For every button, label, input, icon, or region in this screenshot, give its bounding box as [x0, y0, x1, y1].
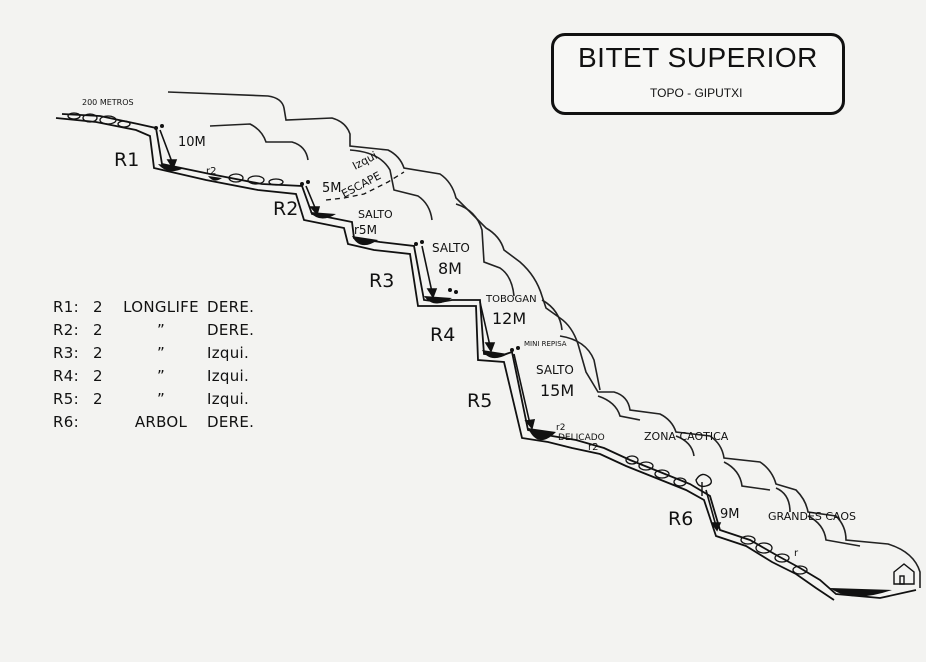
r2-label-r1: r2 — [206, 166, 216, 177]
rappel-r4-label: R4 — [430, 324, 455, 346]
rappel-r5-label: R5 — [467, 390, 492, 412]
r2-height-label: 5M — [322, 181, 342, 196]
page-title: BITET SUPERIOR — [578, 42, 818, 73]
boulders — [67, 112, 808, 575]
legend-anchor: ” — [156, 344, 166, 362]
canyon-walls — [167, 91, 921, 588]
legend-row: R1: 2 LONGLIFE DERE. — [53, 296, 283, 319]
tree-icon — [695, 473, 713, 496]
rappel-arrows — [159, 129, 722, 532]
elevation-label: 200 METROS — [82, 98, 134, 107]
rappel-r6-label: R6 — [668, 508, 693, 530]
legend-row: R4: 2 ” Izqui. — [53, 365, 283, 388]
delicado-label: DELICADO — [558, 433, 605, 443]
rappel-r3-label: R3 — [369, 270, 394, 292]
legend-anchor: ” — [156, 321, 166, 339]
legend-count: 2 — [93, 298, 103, 316]
r2-label-r5: r2 — [556, 423, 565, 433]
anchors — [154, 124, 520, 352]
hut-icon — [893, 563, 915, 585]
legend-side: DERE. — [207, 413, 255, 431]
mini-repisa-label: MINI REPISA — [524, 340, 567, 348]
legend-row: R2: 2 ” DERE. — [53, 319, 283, 342]
anchor-legend: R1: 2 LONGLIFE DERE. R2: 2 ” DERE. R3: 2… — [53, 296, 283, 434]
tobogan-label: TOBOGAN — [485, 294, 537, 305]
salto-8m-label: SALTO — [432, 241, 470, 255]
r6-height-label: 9M — [720, 507, 740, 522]
legend-code: R1: — [53, 298, 79, 316]
legend-side: DERE. — [207, 298, 255, 316]
r3-height-label: 8M — [438, 259, 462, 278]
legend-count — [93, 411, 115, 434]
legend-side: Izqui. — [207, 367, 250, 385]
legend-anchor: ” — [156, 390, 166, 408]
rappel-r2-label: R2 — [273, 198, 298, 220]
legend-row: R6: ARBOL DERE. — [53, 411, 283, 434]
grandes-caos-label: GRANDES CAOS — [768, 510, 856, 523]
legend-row: R5: 2 ” Izqui. — [53, 388, 283, 411]
legend-count: 2 — [93, 367, 103, 385]
r-end-label: r — [794, 548, 799, 559]
escape-route — [325, 171, 405, 201]
legend-anchor: LONGLIFE — [123, 298, 199, 316]
r4-height-label: 12M — [492, 309, 526, 328]
legend-code: R4: — [53, 367, 79, 385]
legend-code: R5: — [53, 390, 79, 408]
legend-code: R3: — [53, 344, 79, 362]
legend-anchor: ” — [156, 367, 166, 385]
legend-count: 2 — [93, 321, 103, 339]
pools — [158, 164, 892, 597]
r1-height-label: 10M — [178, 135, 206, 150]
rappel-r1-label: R1 — [114, 149, 139, 171]
r5m-label: r5M — [354, 223, 377, 237]
zona-caotica-label: ZONA CAOTICA — [644, 430, 729, 443]
legend-side: Izqui. — [207, 390, 250, 408]
legend-side: DERE. — [207, 321, 255, 339]
legend-anchor: ARBOL — [134, 413, 188, 431]
escape-label: ESCAPE — [339, 169, 383, 201]
salto-label-a: SALTO — [358, 208, 393, 221]
r2-label-after-r5: r2 — [588, 442, 598, 453]
title-box: BITET SUPERIOR TOPO - GIPUTXI — [551, 33, 845, 115]
page-subtitle: TOPO - GIPUTXI — [650, 86, 743, 100]
legend-count: 2 — [93, 344, 103, 362]
legend-code: R2: — [53, 321, 79, 339]
salto-15m-label: SALTO — [536, 363, 574, 377]
legend-code: R6: — [53, 413, 79, 431]
legend-side: Izqui. — [207, 344, 250, 362]
legend-count: 2 — [93, 390, 103, 408]
r5-height-label: 15M — [540, 381, 574, 400]
legend-row: R3: 2 ” Izqui. — [53, 342, 283, 365]
